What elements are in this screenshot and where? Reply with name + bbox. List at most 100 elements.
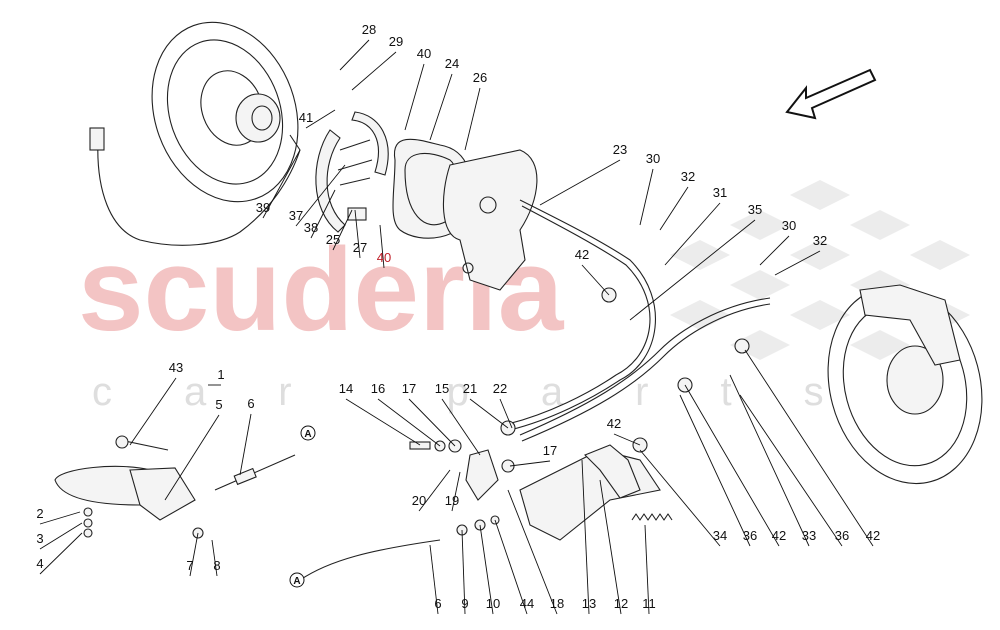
leader-line (539, 159, 621, 206)
part-callout-11: 11 (642, 596, 656, 611)
part-callout-5: 5 (215, 397, 222, 412)
part-callout-14: 14 (339, 381, 353, 396)
part-callout-23: 23 (613, 142, 627, 157)
part-callout-26: 26 (473, 70, 487, 85)
leader-line (479, 524, 494, 615)
part-callout-43: 43 (169, 360, 183, 375)
rear-brake-disc-right (827, 284, 983, 485)
part-callout-25: 25 (326, 232, 340, 247)
part-callout-17: 17 (543, 443, 557, 458)
hand-brake-lever (54, 435, 196, 521)
part-callout-42: 42 (607, 416, 621, 431)
part-callout-36: 36 (835, 528, 849, 543)
leader-line (418, 469, 451, 512)
part-callout-42: 42 (866, 528, 880, 543)
leader-line (310, 189, 336, 239)
leader-line (739, 394, 843, 547)
part-callout-40: 40 (417, 46, 431, 61)
part-callout-19: 19 (445, 493, 459, 508)
leader-line (339, 39, 370, 71)
parking-brake-cable-left (507, 199, 656, 431)
part-callout-9: 9 (461, 596, 468, 611)
leader-line (494, 519, 528, 615)
part-callout-42: 42 (575, 247, 589, 262)
leader-line (744, 349, 874, 547)
leader-line (39, 511, 81, 525)
leader-line (354, 209, 361, 259)
hub-carrier (442, 149, 538, 291)
part-callout-31: 31 (713, 185, 727, 200)
cable-ref-label: A (304, 429, 311, 440)
part-callout-6: 6 (434, 596, 441, 611)
leader-line (639, 168, 654, 226)
leader-line (345, 398, 421, 446)
leader-line (129, 377, 177, 446)
part-callout-33: 33 (802, 528, 816, 543)
rear-lower-cable (299, 539, 441, 581)
leader-line (759, 235, 790, 266)
leader-line (774, 250, 821, 276)
leader-line (613, 433, 641, 446)
part-callout-37: 37 (289, 208, 303, 223)
leader-line (39, 532, 83, 575)
part-callout-41: 41 (299, 110, 313, 125)
leader-line (509, 460, 551, 467)
part-callout-15: 15 (435, 381, 449, 396)
part-callout-10: 10 (486, 596, 500, 611)
leader-line (404, 63, 425, 131)
abs-sensor-cable (89, 127, 301, 246)
watermark-tagline: car parts (92, 370, 896, 414)
part-callout-1: 1 (217, 367, 224, 382)
leader-line (599, 479, 622, 615)
part-callout-21: 21 (463, 381, 477, 396)
part-callout-2: 2 (36, 506, 43, 521)
part-callout-16: 16 (371, 381, 385, 396)
leader-line (441, 398, 481, 456)
part-callout-32: 32 (681, 169, 695, 184)
part-callout-32: 32 (813, 233, 827, 248)
leader-line (684, 384, 780, 547)
part-callout-8: 8 (213, 558, 220, 573)
leader-line (408, 398, 456, 447)
leader-line (679, 394, 751, 547)
part-callout-18: 18 (550, 596, 564, 611)
cable-ref-label: A (293, 576, 300, 587)
leader-line (729, 374, 810, 547)
part-callout-17: 17 (402, 381, 416, 396)
part-callout-7: 7 (186, 558, 193, 573)
part-callout-38: 38 (304, 220, 318, 235)
leader-line (581, 459, 590, 615)
part-callout-44: 44 (520, 596, 534, 611)
part-callout-30: 30 (782, 218, 796, 233)
leader-line (262, 149, 301, 219)
leader-lines (39, 39, 874, 615)
checkered-flag-watermark (670, 180, 970, 360)
return-spring (631, 513, 673, 521)
leader-line (239, 413, 252, 476)
part-callout-39: 39 (256, 200, 270, 215)
part-callout-29: 29 (389, 34, 403, 49)
parking-brake-cable-right (519, 297, 771, 442)
cable-ref-marker-top: A (300, 425, 316, 441)
direction-arrow-icon (785, 68, 877, 120)
leader-line (464, 87, 481, 151)
leader-line (581, 264, 610, 296)
part-callout-4: 4 (36, 556, 43, 571)
leader-line (305, 109, 336, 129)
cable-ref-marker-bottom: A (289, 572, 305, 588)
part-callout-22: 22 (493, 381, 507, 396)
part-callout-40: 40 (377, 250, 391, 265)
leader-line (189, 532, 199, 577)
leader-line (629, 219, 756, 321)
rear-brake-disc-left (151, 21, 299, 203)
part-callout-42: 42 (772, 528, 786, 543)
equalizer-bracket (519, 444, 661, 541)
part-callout-34: 34 (713, 528, 727, 543)
leader-line (429, 73, 453, 141)
leader-line (664, 202, 721, 266)
leader-line (507, 489, 558, 615)
leader-line (639, 449, 721, 547)
leader-line (644, 524, 650, 615)
part-number-labels: 2829402426413937382527402330323135423032… (36, 22, 880, 611)
